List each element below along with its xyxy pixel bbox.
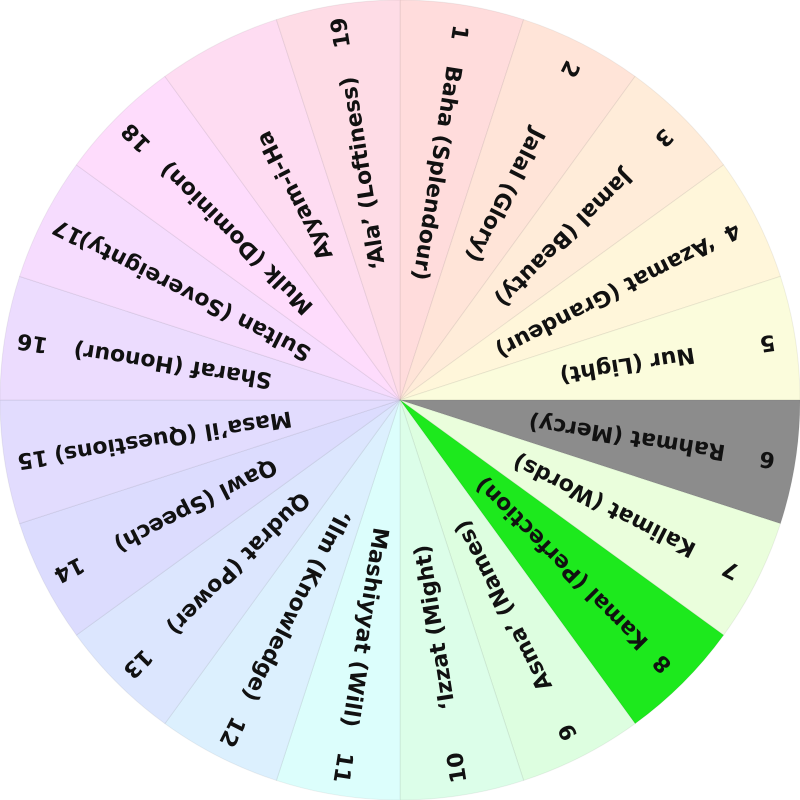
month-number-label: 6 <box>758 445 777 472</box>
month-sector <box>399 399 725 725</box>
month-sector <box>164 399 401 782</box>
month-sector <box>275 0 401 401</box>
month-sector <box>75 399 401 725</box>
month-sector <box>18 399 401 636</box>
month-sector <box>399 399 782 636</box>
month-sector <box>18 164 401 401</box>
month-sector <box>0 399 401 525</box>
month-sector <box>399 75 725 401</box>
month-sector <box>399 164 782 401</box>
month-sector <box>399 0 525 401</box>
month-number-label: 10 <box>443 750 472 784</box>
month-number-label: 11 <box>328 750 357 784</box>
month-number-label: 5 <box>758 329 777 356</box>
month-sector <box>0 275 401 401</box>
month-sector <box>75 75 401 401</box>
month-sector <box>399 18 636 401</box>
month-number-label: 19 <box>327 16 356 50</box>
month-number-label: 15 <box>16 444 50 473</box>
month-number-label: 1 <box>445 23 472 42</box>
month-sector <box>399 399 636 782</box>
month-number-label: 16 <box>15 328 49 357</box>
month-sector <box>164 18 401 401</box>
